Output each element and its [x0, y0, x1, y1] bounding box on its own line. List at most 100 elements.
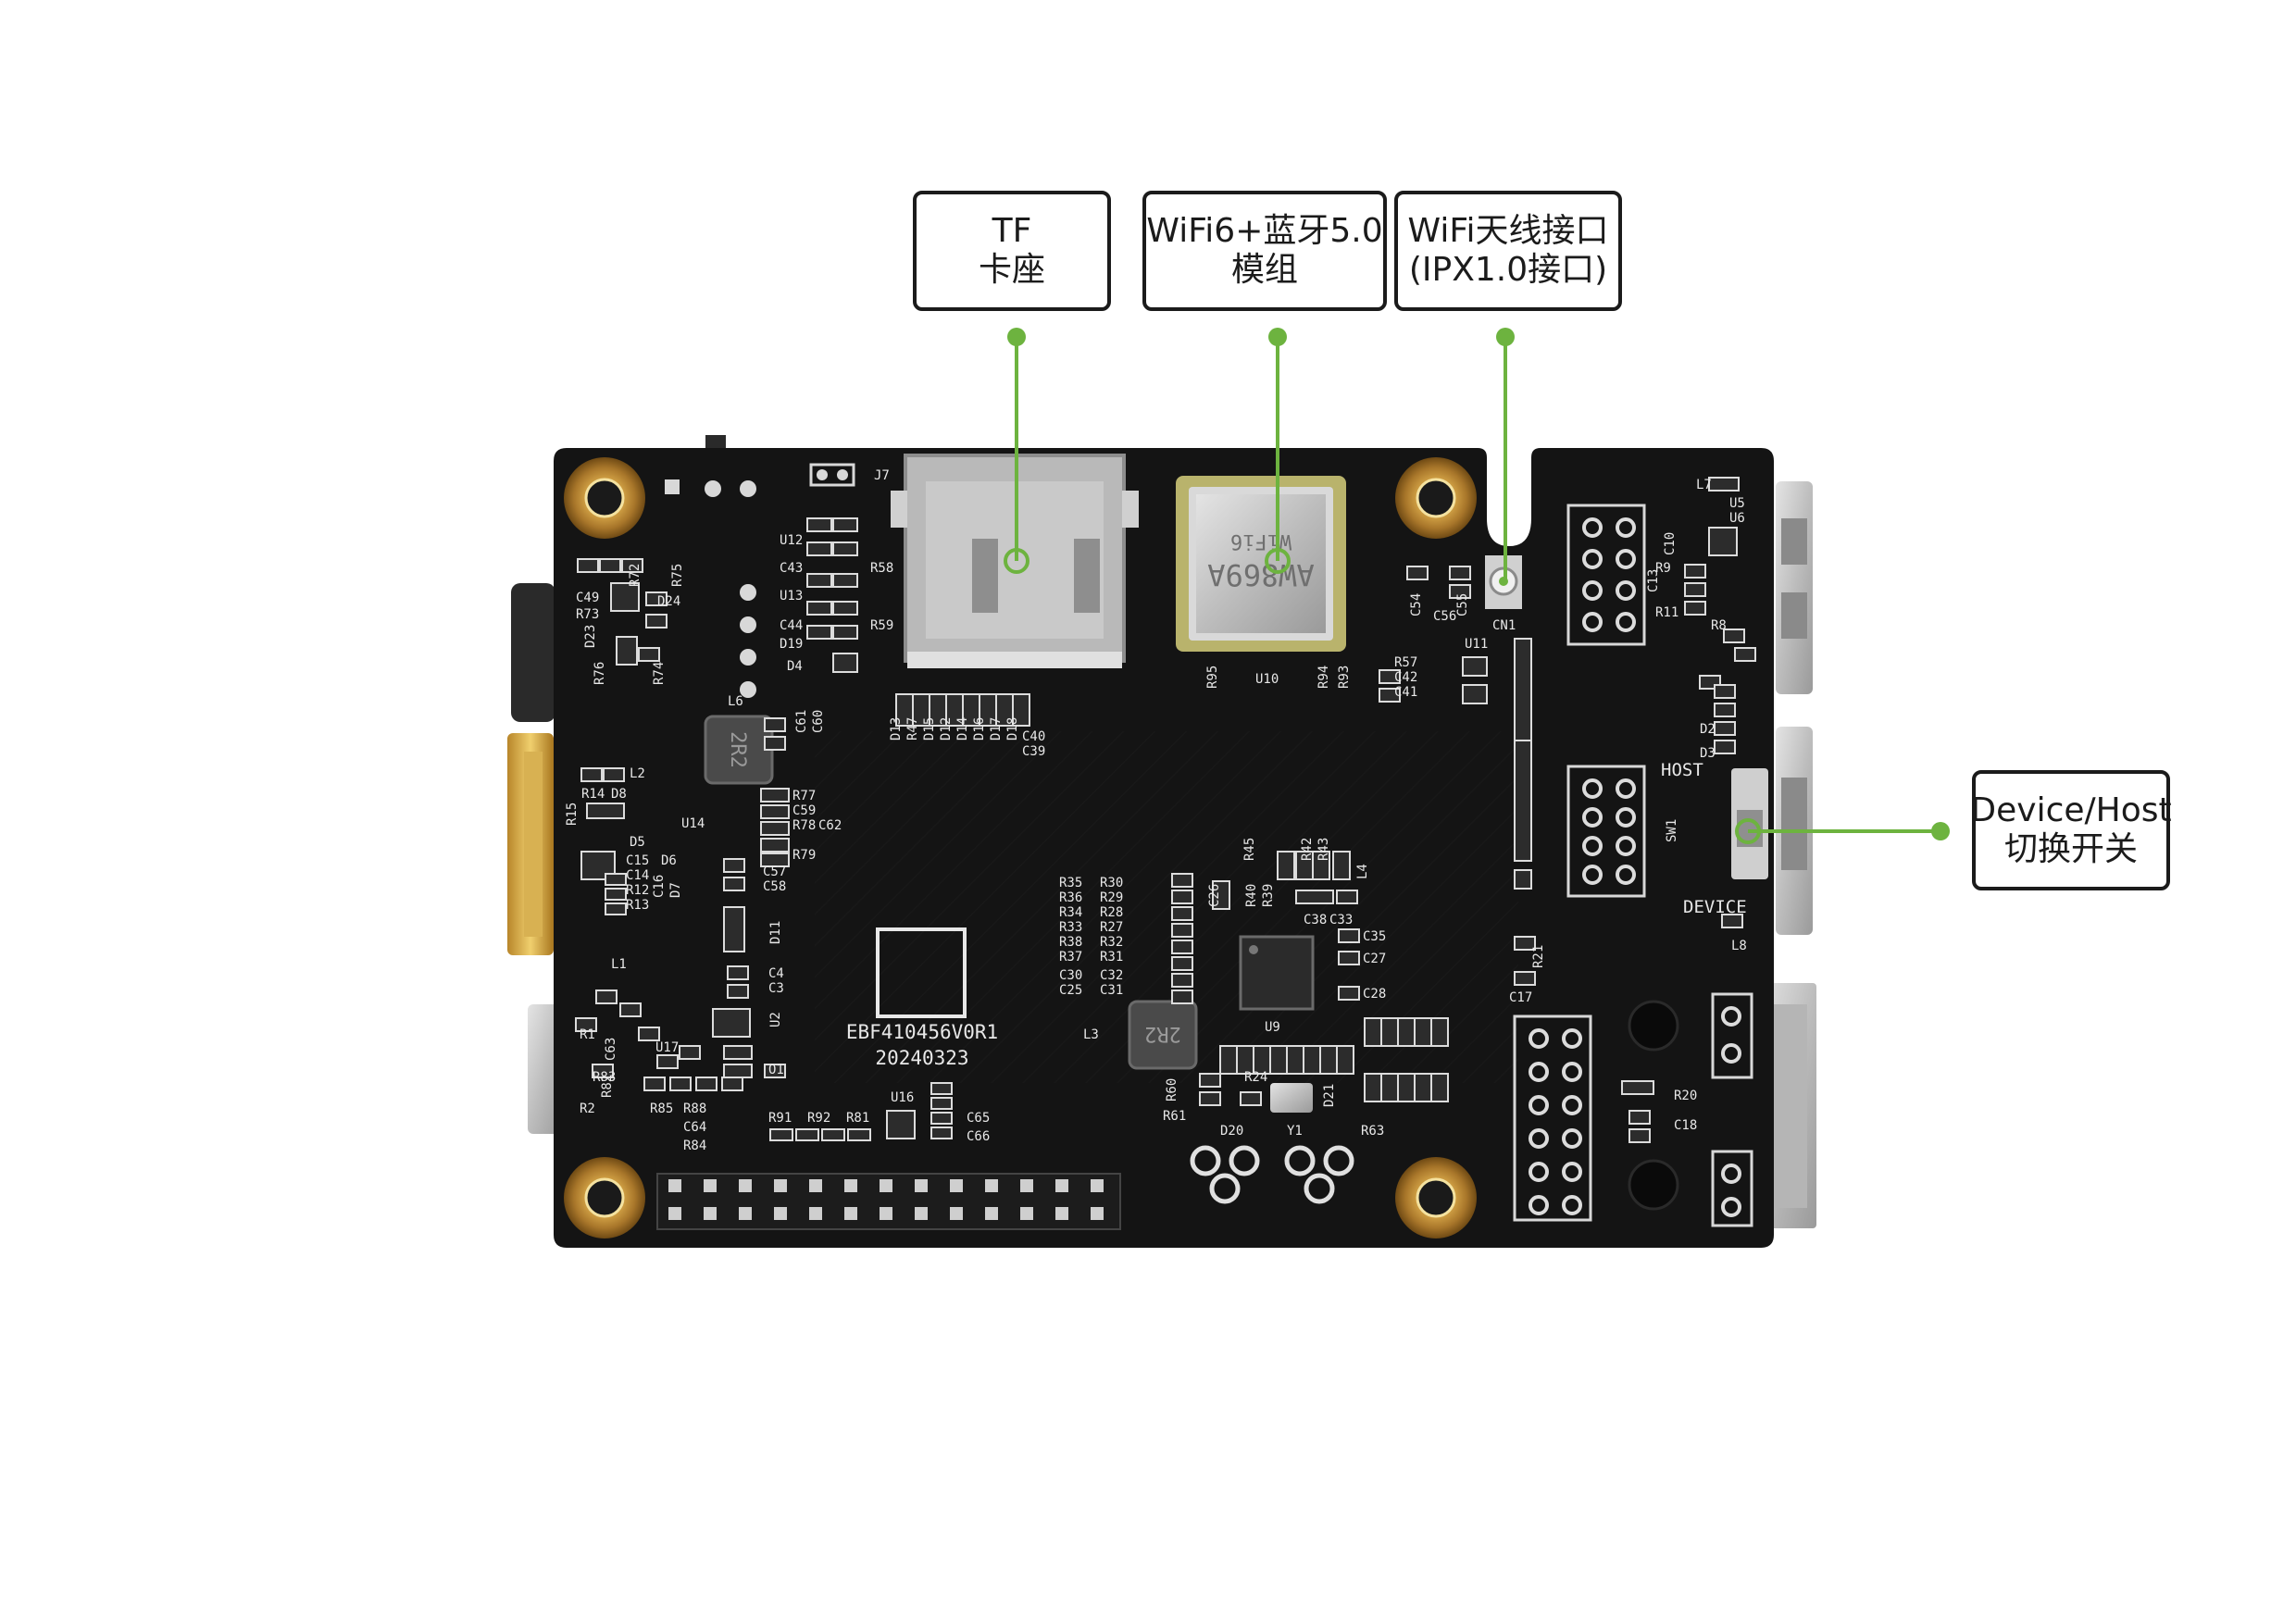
gpio-pin	[844, 1207, 857, 1220]
silk-r8: R8	[1711, 618, 1727, 633]
silk-module: AW869A	[1207, 557, 1315, 592]
silk-r47: R47	[905, 717, 920, 741]
header-pin	[1562, 1095, 1582, 1115]
silk-d6: D6	[661, 853, 677, 868]
smd-part	[603, 767, 625, 782]
silk-r57: R57	[1394, 655, 1417, 670]
silk-d11: D11	[768, 921, 783, 944]
gpio-pin	[950, 1207, 963, 1220]
silk-c26: C26	[1207, 884, 1222, 907]
silk-l2: L2	[630, 766, 645, 781]
header-pin	[1616, 865, 1636, 885]
crystal-y1	[1270, 1083, 1313, 1113]
callout-leaders	[1004, 328, 1950, 844]
smd-part	[1286, 1045, 1304, 1075]
smd-part	[847, 1128, 871, 1141]
smd-part	[764, 717, 786, 732]
silk-r28: R28	[1100, 905, 1123, 920]
silk-r78: R78	[792, 818, 816, 833]
smd-part	[1380, 1073, 1399, 1102]
silk-r95: R95	[1205, 666, 1220, 689]
header-pin	[1529, 1095, 1549, 1115]
silk-c61: C61	[794, 710, 809, 733]
header-pin	[1616, 778, 1636, 799]
silk-r63: R63	[1361, 1124, 1384, 1139]
silk-c15: C15	[626, 853, 649, 868]
silk-r94: R94	[1316, 666, 1331, 689]
silk-r13: R13	[626, 898, 649, 913]
smd-part	[1319, 1045, 1338, 1075]
side-connectors-left	[507, 435, 726, 1134]
silk-r88: R88	[683, 1101, 706, 1116]
header-pin	[1562, 1028, 1582, 1049]
smd-part	[760, 821, 790, 836]
silk-d23: D23	[583, 625, 598, 648]
callout-switch-line1: Device/Host	[1970, 791, 2172, 829]
smd-part	[727, 965, 749, 980]
smd-part	[930, 1082, 953, 1095]
smd-part	[832, 541, 858, 556]
header-pin	[1616, 612, 1636, 632]
smd-part	[760, 788, 790, 803]
smd-part	[1430, 1073, 1449, 1102]
silk-host: HOST	[1661, 760, 1703, 780]
silk-r40: R40	[1244, 884, 1259, 907]
header-pin	[1616, 807, 1636, 828]
silk-o1: O1	[768, 1063, 784, 1077]
smd-part	[1240, 1091, 1262, 1106]
silk-c41: C41	[1394, 685, 1417, 700]
smd-part	[586, 803, 625, 819]
silk-u6: U6	[1729, 511, 1745, 526]
silk-d4: D4	[787, 659, 803, 674]
smd-part	[656, 1054, 679, 1069]
silk-c18: C18	[1674, 1118, 1697, 1133]
silk-r83: R83	[593, 1070, 616, 1085]
smd-part	[1303, 1045, 1321, 1075]
smd-part	[1708, 477, 1740, 492]
smd-part	[806, 625, 832, 640]
header-pin	[1616, 549, 1636, 569]
silk-cn1: CN1	[1492, 618, 1516, 633]
smd-part	[695, 1077, 718, 1091]
silk-r27: R27	[1100, 920, 1123, 935]
smd-part	[1269, 1045, 1288, 1075]
header-pin	[1721, 1006, 1741, 1027]
smd-part	[806, 601, 832, 616]
smd-part	[1171, 989, 1193, 1004]
smd-part	[610, 582, 640, 612]
smd-part	[1171, 890, 1193, 904]
smd-part	[592, 1064, 614, 1078]
gpio-pin	[704, 1179, 717, 1192]
silk-r93: R93	[1337, 666, 1352, 689]
silk-d17: D17	[989, 717, 1004, 741]
header-pin	[1562, 1062, 1582, 1082]
silk-r79: R79	[792, 848, 816, 863]
smd-part	[638, 1027, 660, 1041]
smd-part	[1406, 566, 1429, 580]
header-pin	[1616, 580, 1636, 601]
silk-c25: C25	[1059, 983, 1082, 998]
silk-c33: C33	[1329, 913, 1353, 927]
smd-part	[1714, 721, 1736, 736]
smd-part	[1714, 684, 1736, 699]
silk-l6: L6	[728, 694, 743, 709]
silk-u17: U17	[655, 1040, 679, 1055]
silk-c59: C59	[792, 803, 816, 818]
smd-part	[764, 1064, 786, 1078]
silk-c62: C62	[818, 818, 842, 833]
pin-headers-right	[1513, 504, 1753, 1227]
silk-c60: C60	[811, 710, 826, 733]
smd-part	[1219, 1045, 1238, 1075]
smd-part	[643, 1077, 666, 1091]
smd-part	[605, 873, 627, 886]
smd-part	[1171, 956, 1193, 971]
silk-u2: U2	[768, 1012, 783, 1027]
silk-u5: U5	[1729, 496, 1745, 511]
gpio-pin	[809, 1207, 822, 1220]
silk-r2: R2	[580, 1101, 595, 1116]
leader-tf-top-dot	[1007, 328, 1026, 346]
silk-r33: R33	[1059, 920, 1082, 935]
smd-part	[577, 558, 599, 573]
silk-d18: D18	[1005, 717, 1020, 741]
